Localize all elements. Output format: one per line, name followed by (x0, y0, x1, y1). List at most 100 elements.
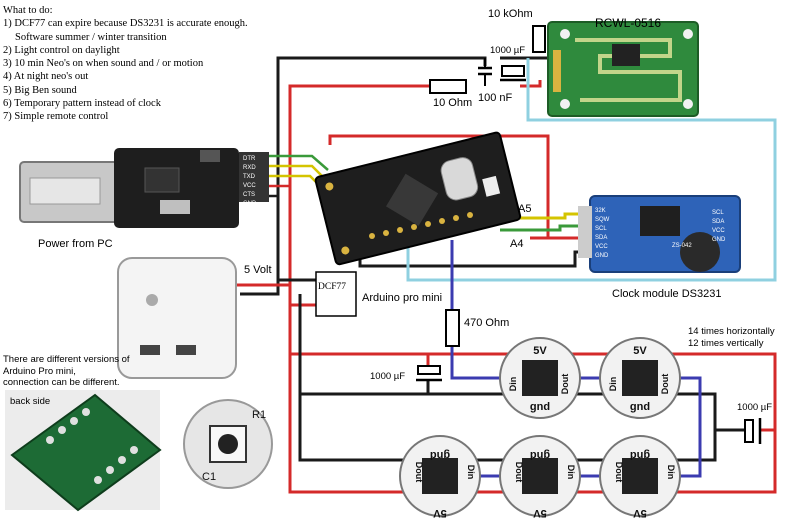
rtc-chip-label: ZS-042 (672, 243, 692, 249)
label-470ohm: 470 Ohm (464, 317, 510, 329)
capacitor-100nf (478, 58, 492, 86)
dcf77-box (315, 271, 357, 317)
versions-note: There are different versions of Arduino … (3, 354, 130, 388)
rtc-pin-label: SDA (595, 235, 607, 241)
led-pin-5v: 5V (633, 507, 647, 519)
usb-pin-label: TXD (243, 174, 256, 180)
led-pin-din: Din (508, 377, 518, 392)
led-ring-bottom-2 (499, 435, 581, 517)
label-rcwl: RCWL-0516 (595, 16, 662, 30)
led-pin-dout: Dout (660, 374, 670, 395)
arduino-back-side (5, 390, 162, 512)
label-10kohm: 10 kOhm (488, 8, 533, 20)
led-pin-gnd: gnd (530, 449, 550, 461)
todo-list: What to do: 1) DCF77 can expire because … (3, 4, 248, 124)
rtc-pin-label: SQW (595, 217, 610, 223)
led-pin-gnd: gnd (630, 449, 650, 461)
capacitor-1000uf-top (500, 65, 526, 82)
label-10ohm: 10 Ohm (433, 97, 473, 109)
rtc-pin-label-right: VCC (712, 228, 725, 234)
resistor-10ohm (429, 79, 467, 94)
led-pin-dout: Dout (560, 374, 570, 395)
usb-pin-label: VCC (243, 183, 256, 189)
usb-serial-adapter (19, 148, 269, 228)
label-1000uf-left: 1000 µF (370, 371, 406, 382)
todo-item: 5) Big Ben sound (3, 84, 77, 96)
led-pin-gnd: gnd (530, 401, 550, 413)
usb-wall-charger (117, 257, 237, 379)
rtc-pin-label: VCC (595, 244, 608, 250)
led-pin-dout: Dout (514, 462, 524, 483)
usb-pin-label: CTS (243, 192, 255, 198)
rtc-pin-label: SCL (595, 226, 607, 232)
capacitor-1000uf-right (744, 418, 762, 444)
ws2812-label-r1: R1 (252, 409, 266, 421)
led-pin-5v: 5V (633, 345, 647, 357)
label-times-vertical: 12 times vertically (688, 338, 764, 349)
wire-led-data-4 (675, 376, 702, 478)
todo-item: Software summer / winter transition (15, 31, 167, 43)
label-back-side: back side (10, 396, 51, 407)
todo-item: 2) Light control on daylight (3, 44, 120, 56)
led-pin-dout: Dout (414, 462, 424, 483)
todo-item: 7) Simple remote control (3, 111, 109, 123)
label-1000uf-top: 1000 µF (490, 45, 526, 56)
led-ring-bottom-3 (599, 435, 681, 517)
led-pin-5v: 5V (533, 507, 547, 519)
todo-item: 3) 10 min Neo's on when sound and / or m… (3, 58, 204, 70)
ds3231-clock-module (578, 195, 741, 273)
label-5-volt: 5 Volt (244, 264, 272, 276)
label-clock-module: Clock module DS3231 (612, 288, 722, 300)
todo-item: 4) At night neo's out (3, 71, 89, 83)
led-pin-gnd: gnd (430, 449, 450, 461)
wire-5v-top (288, 84, 460, 150)
wire-5v-arduino-top (328, 134, 550, 240)
todo-item: 1) DCF77 can expire because DS3231 is ac… (3, 18, 248, 30)
rtc-pin-label: 32K (595, 208, 606, 214)
led-pin-dout: Dout (614, 462, 624, 483)
rtc-pin-label-right: SDA (712, 219, 724, 225)
label-dcf77: DCF77 (318, 282, 346, 292)
wire-usb-1 (268, 154, 329, 171)
rtc-pin-label-right: SCL (712, 210, 724, 216)
led-pin-5v: 5V (533, 345, 547, 357)
rtc-pin-label: GND (595, 253, 609, 259)
led-ring-top-2 (599, 337, 681, 419)
capacitor-1000uf-left (416, 365, 442, 382)
led-ring-top-1 (499, 337, 581, 419)
wire-gnd-down (240, 196, 280, 296)
wire-led-data-2 (450, 346, 505, 380)
label-arduino: Arduino pro mini (362, 292, 443, 304)
led-pin-gnd: gnd (630, 401, 650, 413)
rcwl-0516-board (547, 21, 699, 117)
led-ring-bottom-1 (399, 435, 481, 517)
resistor-470 (445, 309, 460, 347)
label-times-horizontal: 14 times horizontally (688, 326, 775, 337)
wire-motion-signal (406, 58, 777, 282)
led-pin-din: Din (608, 377, 618, 392)
label-1000uf-right: 1000 µF (737, 402, 773, 413)
ws2812-label-c1: C1 (202, 471, 216, 483)
rtc-pin-label-right: GND (712, 237, 726, 243)
arduino-pro-mini-board (314, 131, 522, 266)
label-power-from-pc: Power from PC (38, 238, 113, 250)
usb-pin-label: RXD (243, 165, 256, 171)
resistor-10k (532, 25, 546, 53)
led-pin-5v: 5V (433, 507, 447, 519)
ws2812-closeup (183, 399, 273, 489)
todo-item: 6) Temporary pattern instead of clock (3, 98, 161, 110)
label-a4: A4 (510, 238, 524, 250)
led-pin-din: Din (466, 465, 476, 480)
arduino-pin-row (369, 212, 473, 239)
label-a5: A5 (518, 203, 532, 215)
todo-title: What to do: (3, 5, 53, 16)
usb-pin-label: DTR (243, 156, 256, 162)
led-pin-din: Din (666, 465, 676, 480)
wire-a4 (500, 224, 592, 232)
label-100nf: 100 nF (478, 92, 513, 104)
wire-gnd-led-bus (298, 294, 717, 462)
led-pin-din: Din (566, 465, 576, 480)
usb-pin-label: GND (243, 201, 257, 207)
